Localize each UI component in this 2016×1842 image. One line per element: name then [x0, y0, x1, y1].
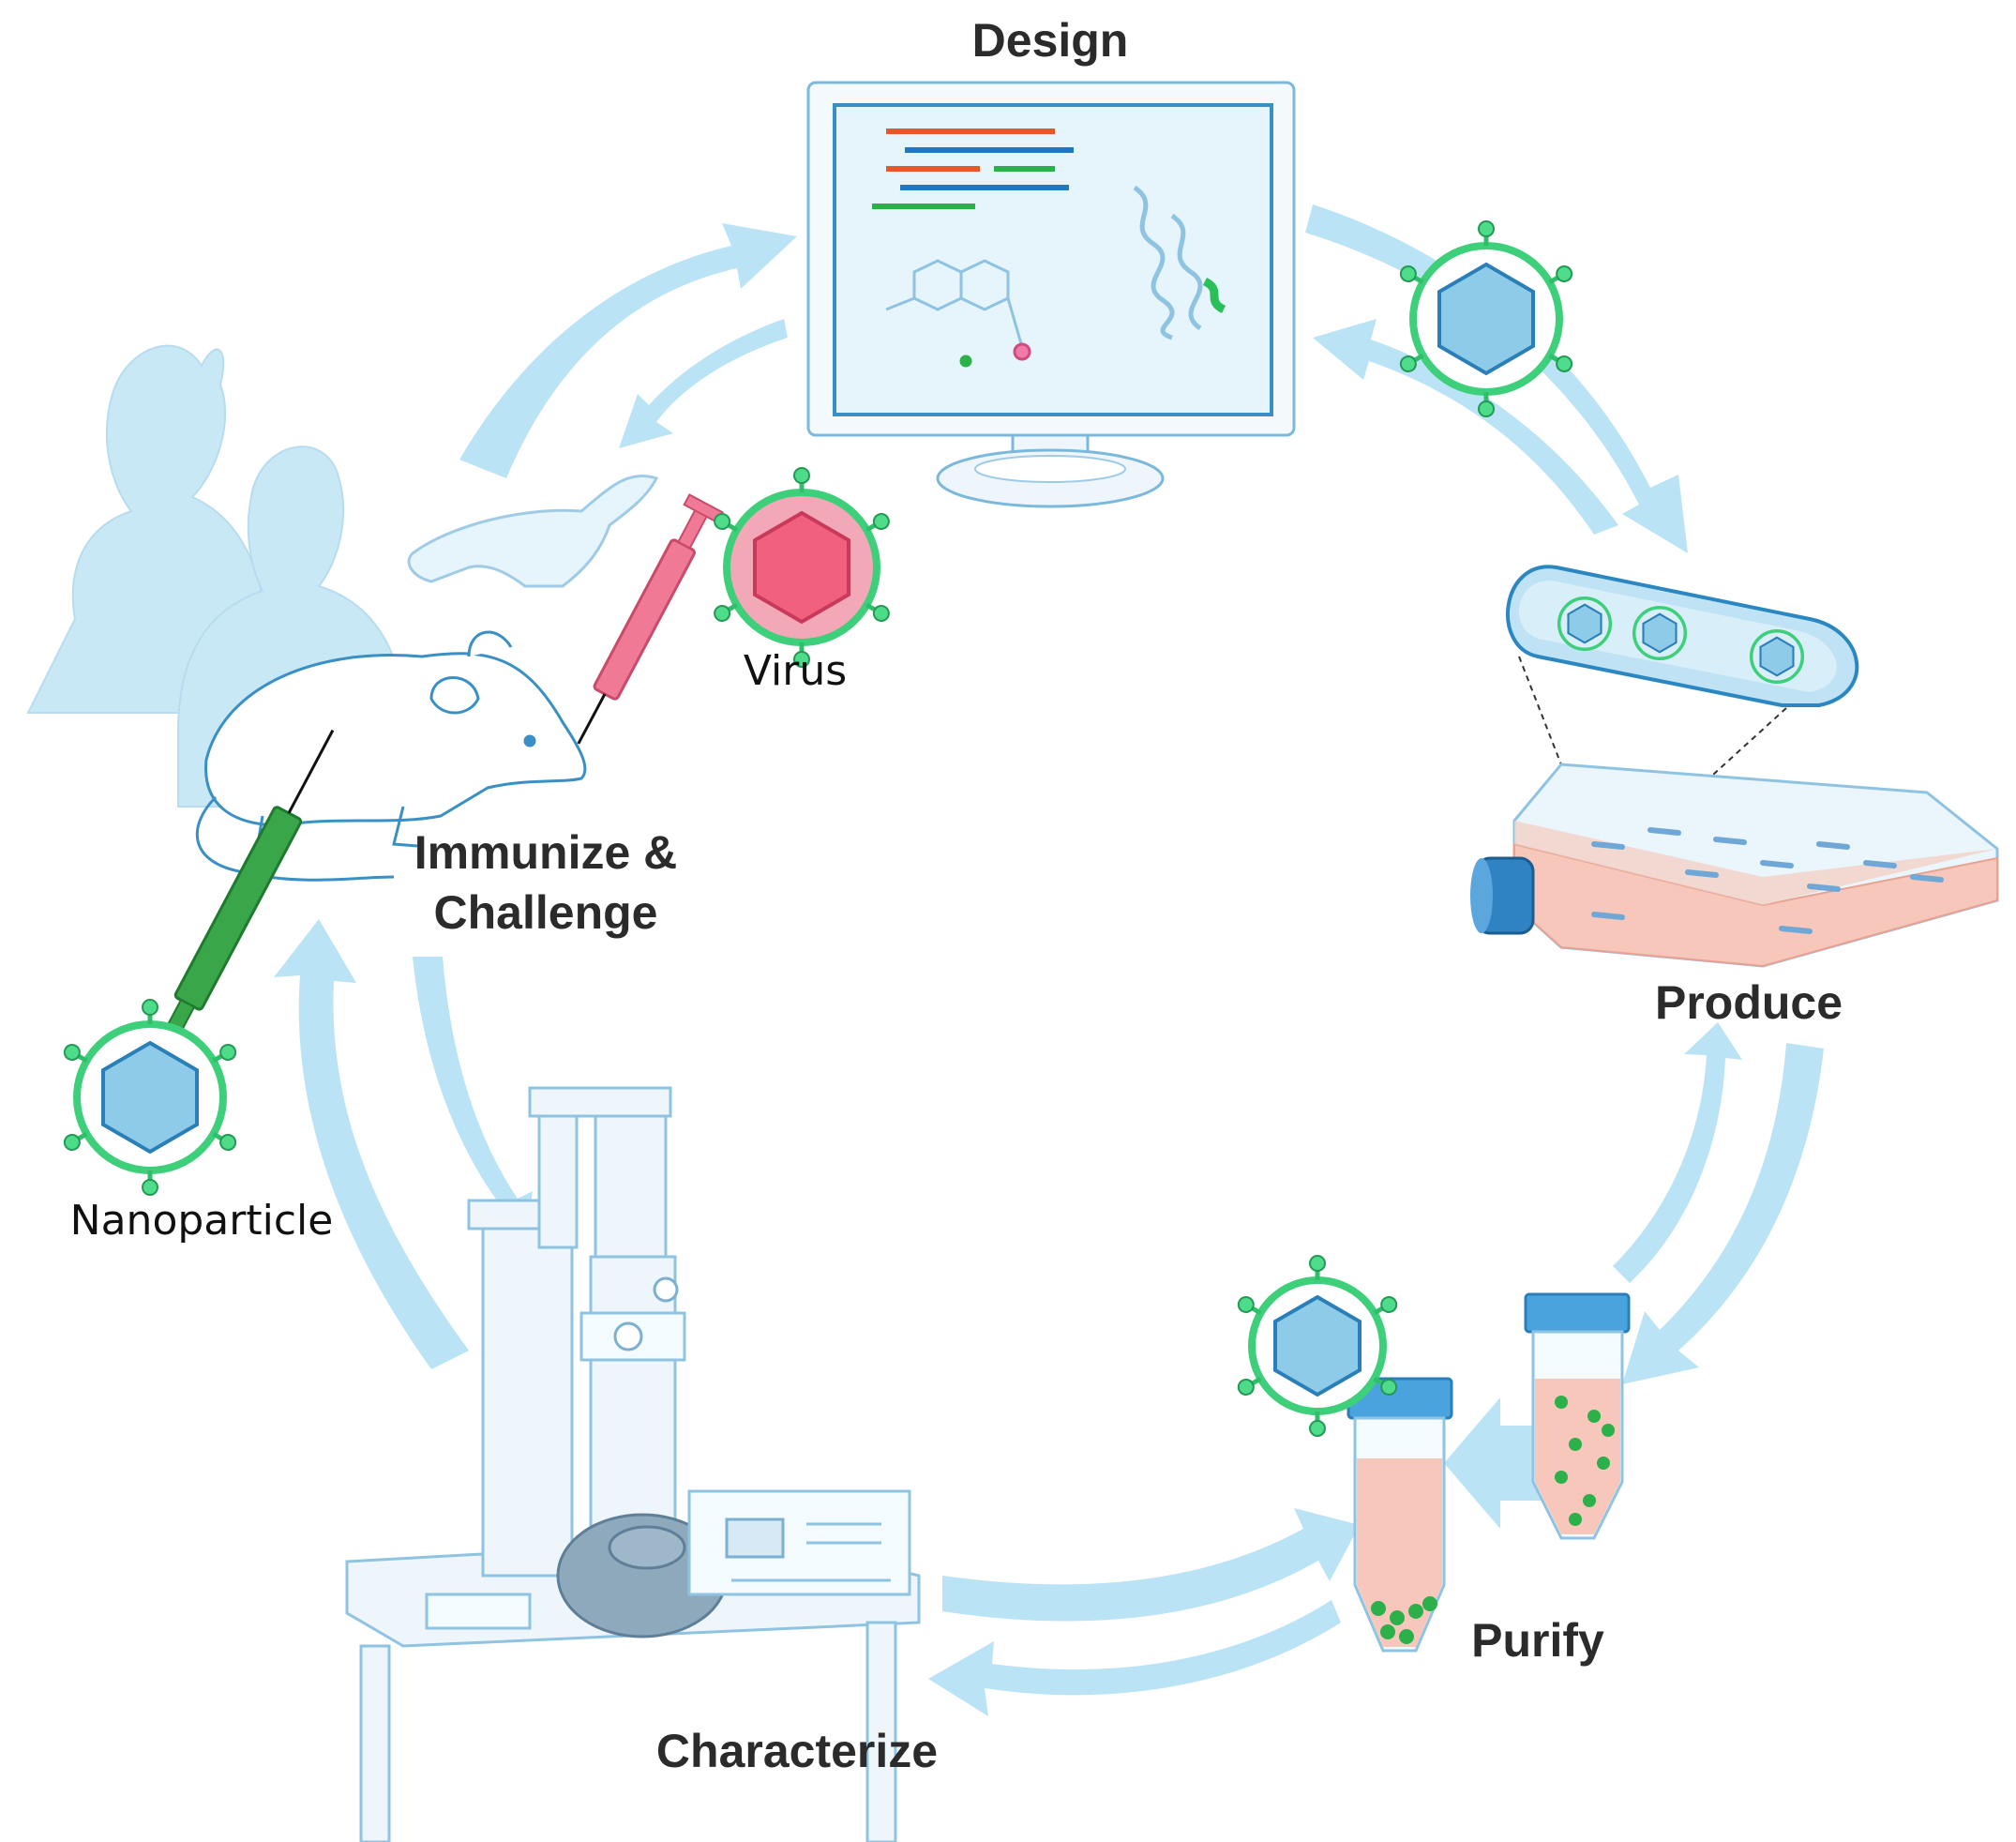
arrow-purify-to-produce	[1613, 1022, 1742, 1283]
arrow-immunize-to-design	[459, 223, 797, 478]
arrow-characterize-to-purify	[942, 1508, 1360, 1622]
arrow-characterize-to-immunize	[274, 919, 469, 1369]
cycle-arrows	[274, 204, 1824, 1716]
protein-structure-icon	[1133, 185, 1226, 340]
arrow-produce-to-purify	[1622, 1043, 1824, 1384]
nanoparticle-injection-icon	[62, 1000, 238, 1195]
arrow-immunize-to-characterize	[413, 957, 533, 1247]
computer-monitor	[806, 81, 1296, 508]
virus-icon	[712, 468, 892, 667]
object-label-nanoparticle: Nanoparticle	[69, 1197, 334, 1245]
cell-icon	[1506, 565, 1859, 707]
object-label-virus: Virus	[743, 647, 848, 695]
arrow-purify-to-characterize	[928, 1600, 1341, 1716]
molecule-icon	[885, 259, 1031, 368]
culture-flask-icon	[1470, 762, 1999, 968]
stage-label-immunize: Immunize &	[414, 826, 678, 879]
stage-label-characterize: Characterize	[655, 1725, 939, 1777]
centrifuge-tube-right	[1524, 1292, 1631, 1540]
arrow-design-to-produce	[1305, 204, 1688, 553]
centrifuge-tube-left	[1347, 1377, 1453, 1653]
stage-label-produce: Produce	[1654, 976, 1843, 1029]
nanoparticle-icon	[1398, 221, 1574, 416]
arrow-design-to-immunize	[619, 319, 788, 448]
stage-label-purify: Purify	[1471, 1614, 1604, 1667]
electron-microscope-icon	[345, 1086, 921, 1842]
stage-label-design: Design	[971, 14, 1129, 67]
syringe-pink-icon	[577, 493, 724, 745]
nanoparticle-purified-icon	[1236, 1256, 1399, 1436]
ferret-icon	[407, 474, 659, 588]
arrow-produce-to-design	[1313, 319, 1618, 535]
stage-label-challenge: Challenge	[433, 886, 658, 939]
